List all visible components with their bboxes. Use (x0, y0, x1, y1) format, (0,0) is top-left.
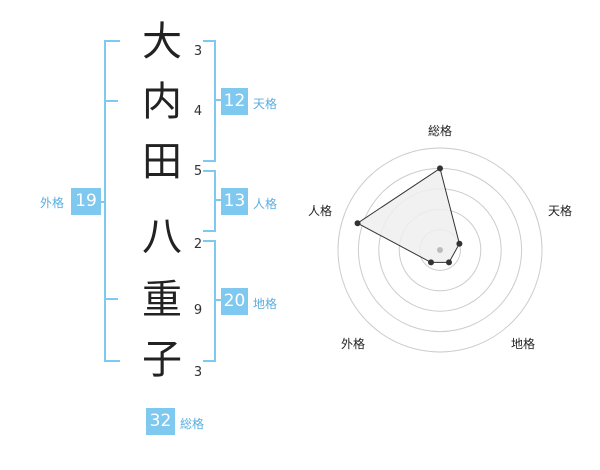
radar-label-jinkaku: 人格 (308, 204, 333, 218)
stroke-count-5: 9 (193, 303, 203, 318)
jinkaku-bracket (203, 170, 216, 232)
tenkaku-value-badge: 12 (221, 88, 248, 115)
radar-label-soukaku: 総格 (428, 124, 453, 138)
jinkaku-label: 人格 (253, 197, 278, 211)
gaikaku-bracket (104, 40, 120, 362)
bracket-tick (104, 100, 118, 102)
radar-point-sou (437, 165, 443, 172)
tenkaku-label: 天格 (253, 97, 278, 111)
tenkaku-bracket (203, 40, 216, 162)
radar-point-jin (354, 220, 361, 227)
name-char-2: 内 (142, 79, 182, 125)
bracket-connector (215, 199, 223, 201)
stroke-count-3: 5 (193, 164, 203, 179)
stroke-count-2: 4 (193, 104, 203, 119)
stroke-count-6: 3 (193, 365, 203, 380)
radar-label-gaikaku: 外格 (341, 337, 366, 351)
bracket-connector (215, 99, 223, 101)
radar-point-gai (428, 259, 435, 266)
jinkaku-value-badge: 13 (221, 188, 248, 215)
radar-center-dot (437, 247, 443, 253)
radar-label-chikaku: 地格 (511, 337, 536, 351)
name-char-3: 田 (142, 139, 182, 185)
radar-point-chi (445, 259, 452, 266)
radar-area (356, 167, 460, 263)
chikaku-bracket (203, 240, 216, 362)
stroke-count-4: 2 (193, 237, 203, 252)
name-char-4: 八 (142, 214, 182, 260)
gaikaku-value-badge: 19 (71, 188, 101, 215)
radar-ring (337, 147, 543, 353)
chikaku-value-badge: 20 (221, 288, 248, 315)
soukaku-value-badge: 32 (146, 408, 175, 435)
bracket-connector (215, 299, 223, 301)
gaikaku-label: 外格 (40, 196, 65, 210)
chikaku-label: 地格 (253, 297, 278, 311)
bracket-tick (104, 298, 118, 300)
radar-label-tenkaku: 天格 (548, 204, 573, 218)
radar-point-ten (456, 240, 463, 247)
name-char-6: 子 (142, 337, 182, 383)
name-char-1: 大 (142, 19, 182, 65)
name-char-5: 重 (142, 277, 182, 323)
stroke-count-1: 3 (193, 44, 203, 59)
soukaku-label: 総格 (180, 417, 205, 431)
